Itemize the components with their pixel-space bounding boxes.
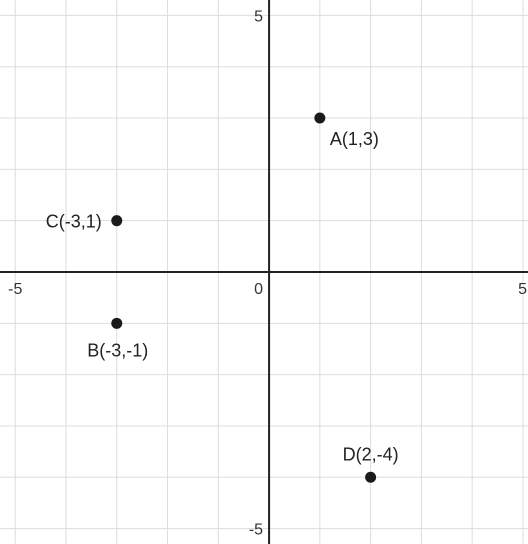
point-label: B(-3,-1) bbox=[87, 340, 148, 360]
x-tick-label: 0 bbox=[254, 281, 263, 298]
point-label: C(-3,1) bbox=[46, 212, 102, 232]
point-label: D(2,-4) bbox=[343, 444, 399, 464]
data-point bbox=[111, 215, 123, 227]
tick-labels: -5 0 5 5 -5 bbox=[8, 8, 527, 538]
x-tick-label: -5 bbox=[8, 281, 22, 298]
data-point bbox=[314, 112, 326, 124]
data-point bbox=[111, 317, 123, 329]
data-point bbox=[365, 471, 377, 483]
points: A(1,3) B(-3,-1) C(-3,1) D(2,-4) bbox=[46, 112, 399, 483]
y-tick-label: 5 bbox=[254, 8, 263, 25]
point-label: A(1,3) bbox=[330, 129, 379, 149]
y-tick-label: -5 bbox=[249, 522, 263, 539]
x-tick-label: 5 bbox=[518, 281, 527, 298]
